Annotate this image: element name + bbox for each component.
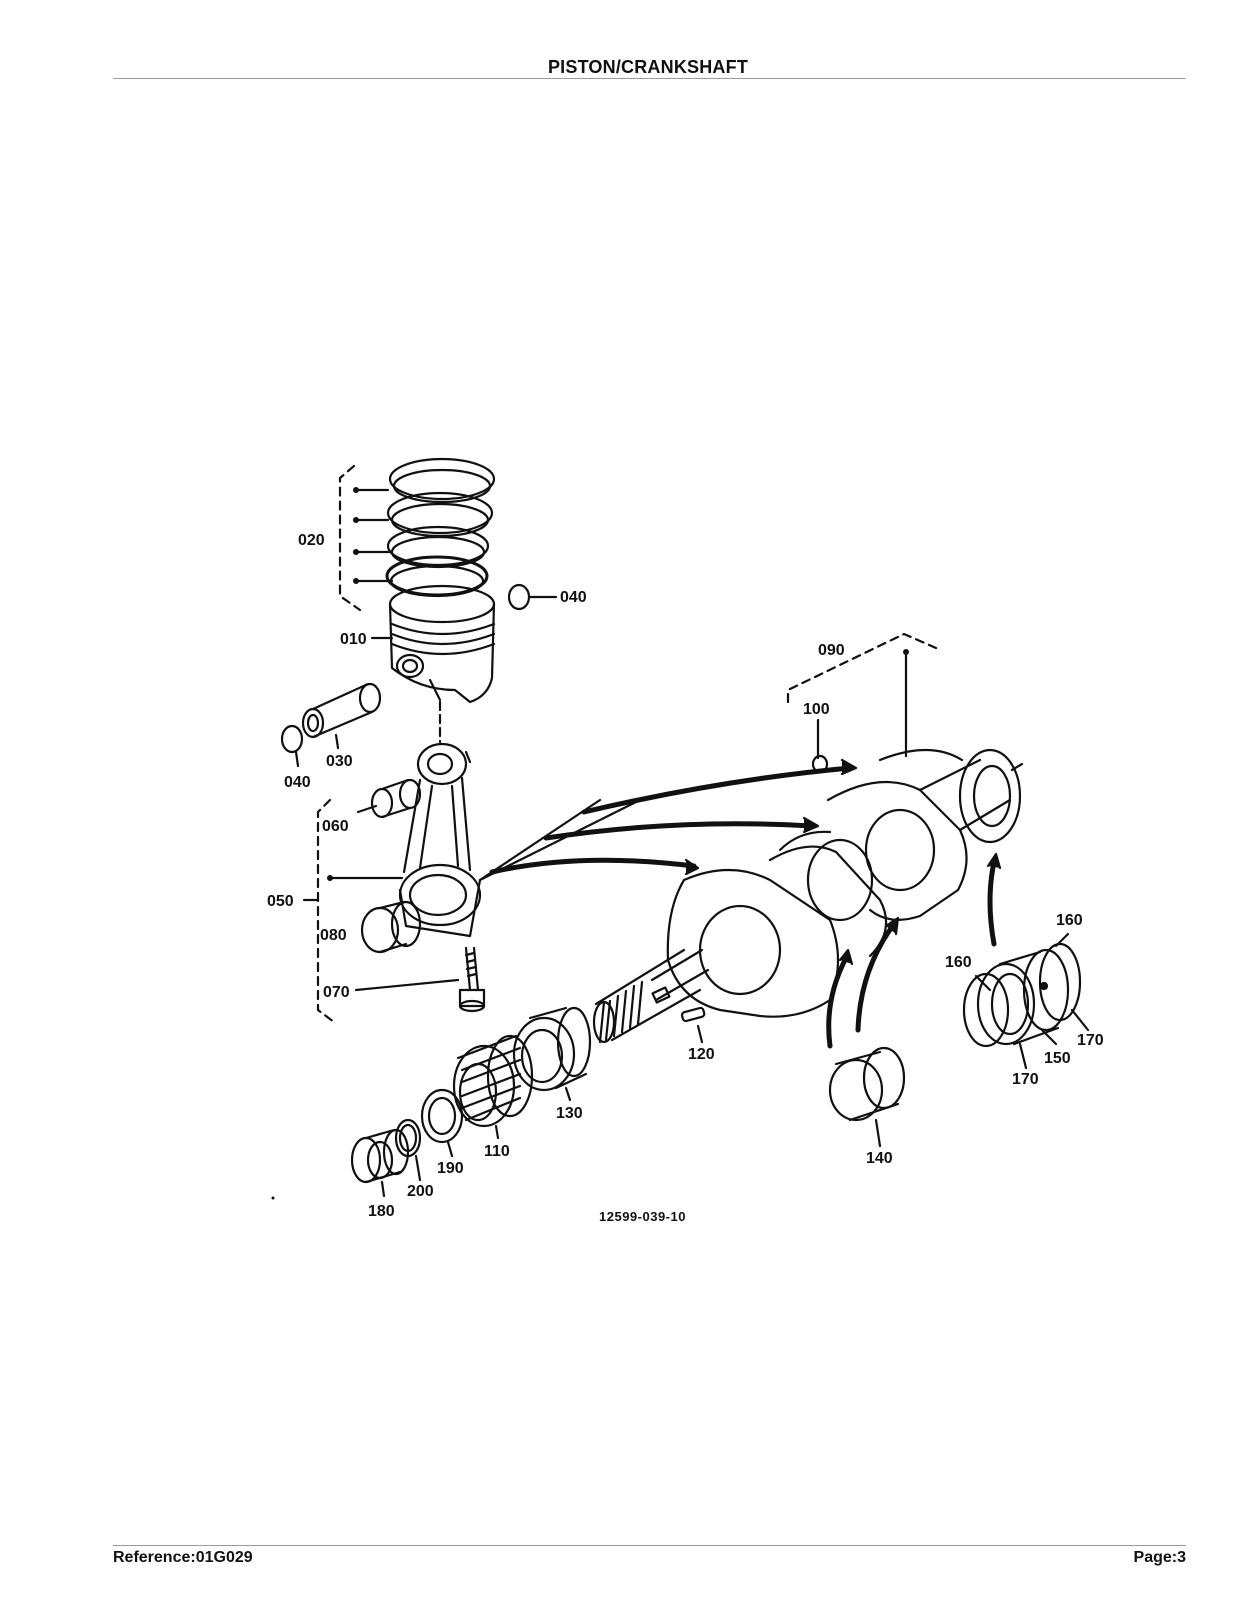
label-110: 110: [484, 1143, 510, 1160]
label-020: 020: [298, 532, 325, 549]
header-divider: [113, 78, 1186, 79]
piston-rings-drawing: [385, 457, 496, 598]
label-040-right: 040: [560, 589, 587, 606]
footer-page-number: Page:3: [1133, 1549, 1186, 1566]
label-040-left: 040: [284, 774, 311, 791]
label-070: 070: [323, 984, 350, 1001]
label-160-left: 160: [945, 954, 972, 971]
crankshaft-drawing: [592, 748, 1024, 1044]
bearing-140-drawing: [828, 1046, 906, 1122]
label-140: 140: [866, 1150, 893, 1167]
footer-divider: [113, 1545, 1186, 1546]
crank-gear-drawing: [452, 1034, 534, 1128]
label-120: 120: [688, 1046, 715, 1063]
label-170-left: 170: [1012, 1071, 1039, 1088]
label-200: 200: [407, 1183, 434, 1200]
piston-pin-drawing: [301, 682, 382, 739]
page-title: PISTON/CRANKSHAFT: [547, 57, 749, 77]
collar-180-drawing: [350, 1128, 410, 1184]
label-150: 150: [1044, 1050, 1071, 1067]
bearing-080-drawing: [360, 900, 422, 954]
main-bearing-150-drawing: [962, 942, 1082, 1048]
label-100: 100: [803, 701, 830, 718]
drawing-code: 12599-039-10: [599, 1209, 686, 1224]
label-130: 130: [556, 1105, 583, 1122]
label-060: 060: [322, 818, 349, 835]
label-180: 180: [368, 1203, 395, 1220]
label-090: 090: [818, 642, 845, 659]
piston-drawing: [388, 584, 496, 704]
label-010: 010: [340, 631, 367, 648]
label-050: 050: [267, 893, 294, 910]
label-030: 030: [326, 753, 353, 770]
rod-bolt-drawing: [458, 946, 486, 1013]
label-080: 080: [320, 927, 347, 944]
label-160-right: 160: [1056, 912, 1083, 929]
bearing-130-drawing: [512, 1006, 592, 1092]
footer-reference: Reference:01G029: [113, 1549, 253, 1566]
label-170-right: 170: [1077, 1032, 1104, 1049]
connecting-rod-drawing: [398, 742, 482, 938]
label-190: 190: [437, 1160, 464, 1177]
